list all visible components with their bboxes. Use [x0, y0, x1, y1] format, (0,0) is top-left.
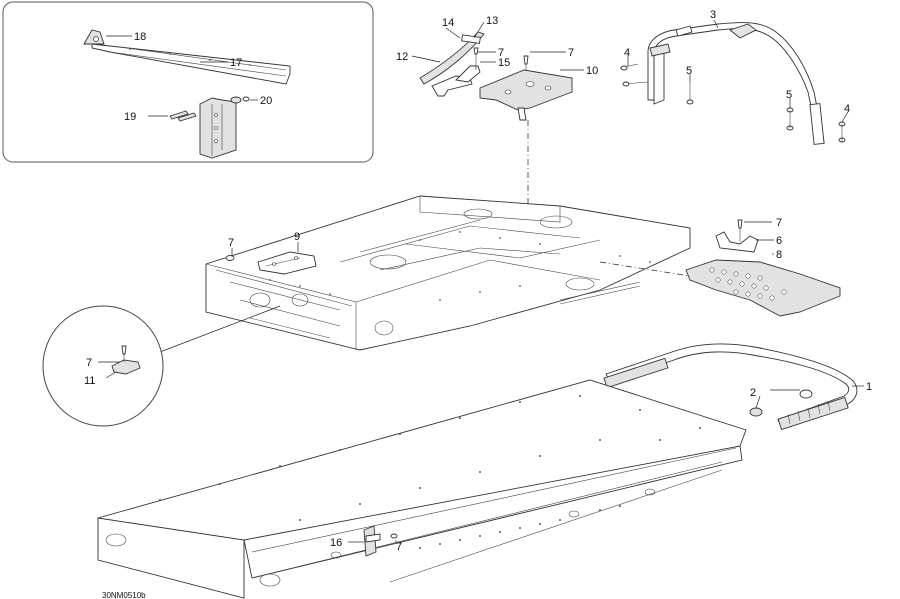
callout-19: 19	[124, 111, 136, 123]
tunnel-assembly: 16 7	[97, 379, 747, 599]
skid-plate-group: 7 6 8	[685, 217, 841, 317]
hoop-group: 3 4 5 5 4	[619, 9, 850, 145]
callout-3: 3	[710, 9, 716, 21]
callout-6: 6	[776, 235, 782, 247]
callout-15: 15	[498, 57, 510, 69]
callout-7-top-left: 7	[498, 47, 504, 59]
callout-10: 10	[586, 65, 598, 77]
callout-20: 20	[260, 95, 272, 107]
callout-4-right: 4	[844, 103, 850, 115]
callout-7-bottom: 7	[396, 541, 402, 553]
hoop-part	[647, 22, 825, 143]
callout-18: 18	[134, 31, 146, 43]
inset-panel: 18 17 19 20	[2, 1, 374, 163]
callout-4-left: 4	[624, 47, 630, 59]
plate-part	[479, 69, 573, 111]
callout-14: 14	[442, 17, 454, 29]
callout-16: 16	[330, 537, 342, 549]
callout-1: 1	[866, 381, 872, 393]
cable-part	[419, 31, 485, 85]
callout-7-left-mid: 7	[228, 237, 234, 249]
callout-11: 11	[84, 375, 95, 387]
bracket-9-group: 7 9	[225, 231, 317, 275]
cable-bracket-group: 14 13 12 15 7	[396, 15, 510, 97]
detail-circle: 7 11	[42, 305, 281, 427]
drawing-code: 30NM0510b	[102, 591, 146, 599]
callout-8: 8	[776, 249, 782, 261]
chassis-frame	[205, 195, 691, 351]
support-bar-part	[91, 43, 291, 85]
callout-5-left: 5	[686, 65, 692, 77]
grab-bar-part	[605, 343, 858, 429]
callout-5-right: 5	[786, 89, 792, 101]
callout-17: 17	[230, 57, 242, 69]
callout-9: 9	[294, 231, 300, 243]
mount-plate-part	[199, 97, 237, 159]
callout-7-right: 7	[776, 217, 782, 229]
callout-2: 2	[750, 387, 756, 399]
callout-12: 12	[396, 51, 408, 63]
callout-13: 13	[486, 15, 498, 27]
skid-plate-part	[685, 259, 841, 317]
bracket-9-part	[257, 251, 317, 275]
grab-bar-group: 2 1	[603, 343, 872, 431]
callout-7-detail: 7	[86, 357, 92, 369]
callout-7-top: 7	[568, 47, 574, 59]
